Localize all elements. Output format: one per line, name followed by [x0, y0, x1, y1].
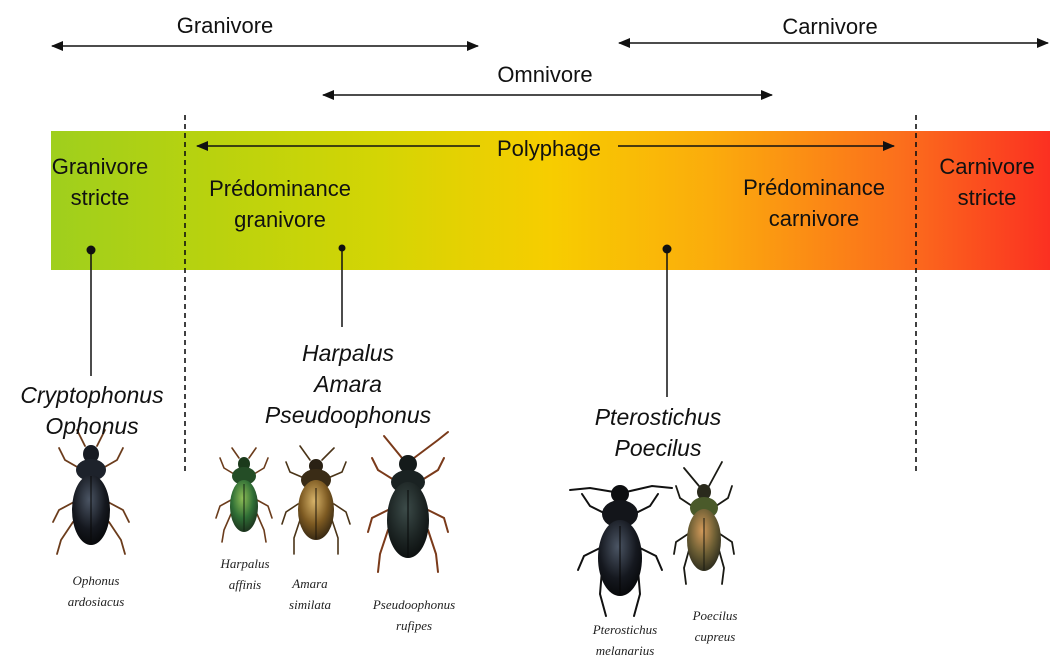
predominance-granivore-label: Prédominance granivore	[190, 176, 370, 233]
harpalus-affinis-beetle-icon	[216, 448, 272, 542]
predominance-carnivore-label: Prédominance carnivore	[724, 175, 904, 232]
pterostichus-melanarius-beetle-icon	[570, 485, 672, 616]
species-label-poecilus-cupreus: Poecilus cupreus	[670, 605, 760, 647]
amara-similata-beetle-icon	[282, 446, 350, 554]
predominance-granivore-line1: Prédominance	[190, 176, 370, 202]
genus-group-predominance-granivore: Harpalus Amara Pseudoophonus	[243, 338, 453, 431]
ophonus-ardosiacus-beetle-icon	[53, 430, 129, 554]
species-epithet: ardosiacus	[46, 591, 146, 612]
genus-group-granivore-stricte: Cryptophonus Ophonus	[2, 380, 182, 442]
omnivore-range-label: Omnivore	[465, 62, 625, 88]
genus-name: Pseudoophonus	[243, 400, 453, 431]
species-epithet: melanarius	[570, 640, 680, 661]
genus-group-predominance-carnivore: Pterostichus Poecilus	[568, 402, 748, 464]
granivore-stricte-line2: stricte	[46, 185, 154, 211]
granivore-range-label: Granivore	[145, 13, 305, 39]
polyphage-label: Polyphage	[480, 136, 618, 162]
species-genus: Poecilus	[670, 605, 760, 626]
species-genus: Pseudoophonus	[354, 594, 474, 615]
granivore-stricte-label: Granivore stricte	[46, 154, 154, 211]
species-label-ophonus-ardosiacus: Ophonus ardosiacus	[46, 570, 146, 612]
predominance-granivore-line2: granivore	[190, 207, 370, 233]
species-genus: Pterostichus	[570, 619, 680, 640]
species-epithet: rufipes	[354, 615, 474, 636]
species-label-pseudoophonus-rufipes: Pseudoophonus rufipes	[354, 594, 474, 636]
carnivore-stricte-line1: Carnivore	[927, 154, 1047, 180]
species-epithet: similata	[270, 594, 350, 615]
carnivore-range-label: Carnivore	[750, 14, 910, 40]
species-genus: Amara	[270, 573, 350, 594]
genus-name: Amara	[243, 369, 453, 400]
pseudoophonus-rufipes-beetle-icon	[368, 432, 448, 572]
carnivore-stricte-label: Carnivore stricte	[927, 154, 1047, 211]
genus-name: Harpalus	[243, 338, 453, 369]
granivore-stricte-line1: Granivore	[46, 154, 154, 180]
species-label-amara-similata: Amara similata	[270, 573, 350, 615]
genus-name: Pterostichus	[568, 402, 748, 433]
predominance-carnivore-line1: Prédominance	[724, 175, 904, 201]
species-epithet: cupreus	[670, 626, 760, 647]
species-genus: Ophonus	[46, 570, 146, 591]
genus-name: Cryptophonus	[2, 380, 182, 411]
predominance-carnivore-line2: carnivore	[724, 206, 904, 232]
genus-name: Poecilus	[568, 433, 748, 464]
species-genus: Harpalus	[200, 553, 290, 574]
carnivore-stricte-line2: stricte	[927, 185, 1047, 211]
poecilus-cupreus-beetle-icon	[674, 462, 734, 584]
genus-name: Ophonus	[2, 411, 182, 442]
